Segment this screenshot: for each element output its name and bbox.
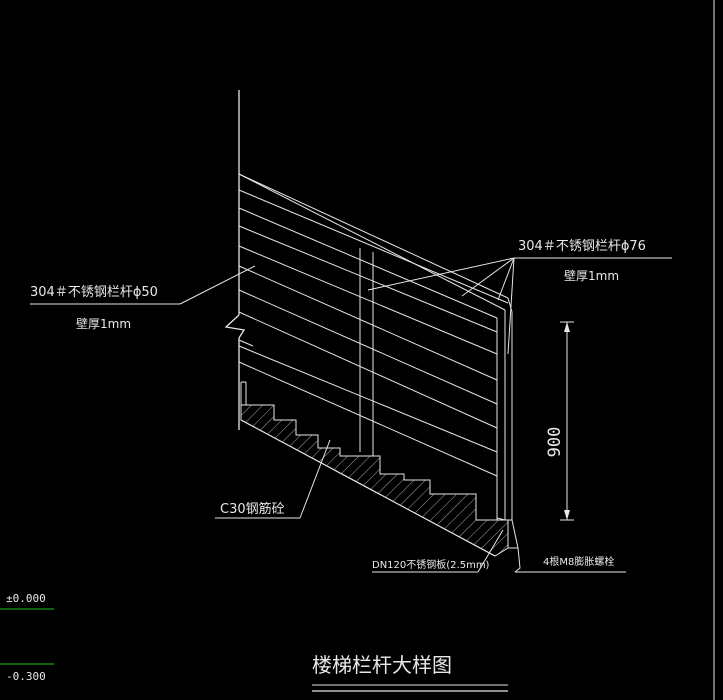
concrete-label: C30钢筋砼 <box>220 501 285 517</box>
title-underline <box>312 684 508 692</box>
top-rail-cap <box>238 173 513 520</box>
leader-mid-rail <box>30 265 256 305</box>
handrail-rails <box>238 173 509 477</box>
level-lower-label: -0.300 <box>6 670 46 683</box>
top-rail-thickness-label: 壁厚1mm <box>564 268 619 283</box>
base-plate-label: DN120不锈钢板(2.5mm) <box>372 558 490 571</box>
base-plate <box>496 517 521 573</box>
leader-base-plate <box>372 529 504 573</box>
mid-rail-thickness-label: 壁厚1mm <box>76 316 131 331</box>
drawing-title: 楼梯栏杆大样图 <box>312 653 452 677</box>
leader-top-rail <box>367 257 672 355</box>
wall-section <box>224 90 246 430</box>
anchor-label: 4根M8膨胀螺栓 <box>543 555 614 568</box>
top-rail-spec-label: 304＃不锈钢栏杆ϕ76 <box>518 239 646 254</box>
dimension-900-text: 900 <box>545 427 565 458</box>
vertical-baluster <box>359 248 374 456</box>
concrete-stair <box>240 381 509 557</box>
level-upper-label: ±0.000 <box>6 592 46 605</box>
leader-concrete <box>215 439 331 519</box>
dimension-900 <box>560 321 574 521</box>
mid-rail-spec-label: 304＃不锈钢栏杆ϕ50 <box>30 285 158 300</box>
